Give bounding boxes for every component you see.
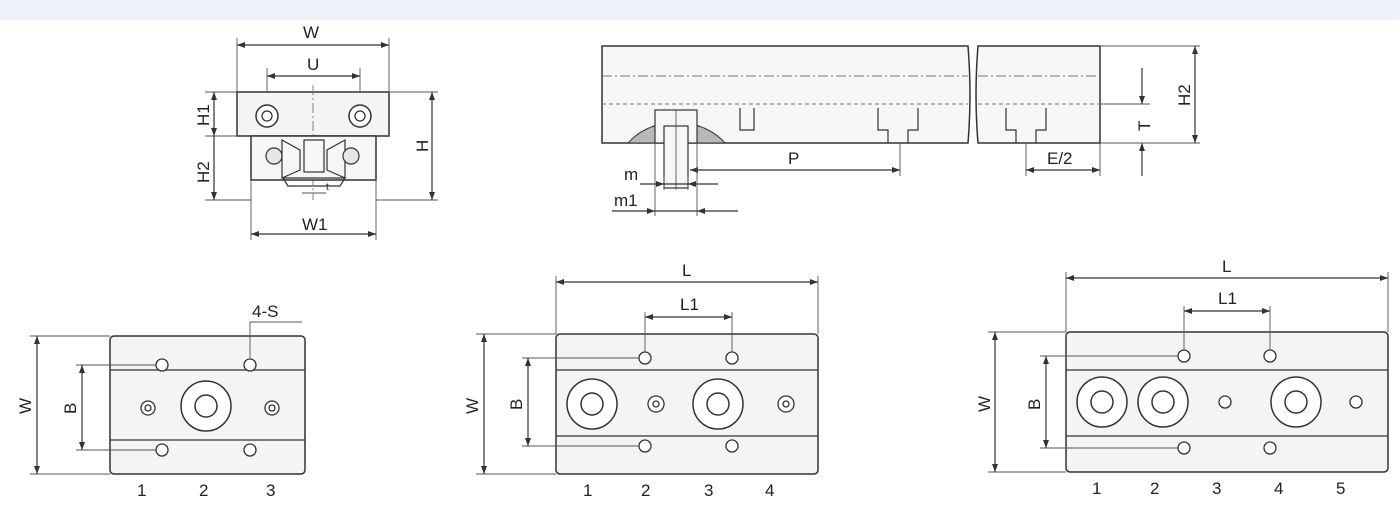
- pos-b-4: 4: [765, 481, 774, 500]
- label-h2: H2: [194, 161, 213, 183]
- label-e2: E/2: [1047, 149, 1073, 168]
- pos-c-2: 2: [1150, 479, 1159, 498]
- label-b-a: B: [61, 403, 80, 414]
- label-l-c: L: [1222, 257, 1231, 276]
- label-l-b: L: [682, 261, 691, 280]
- top-band: [0, 0, 1400, 20]
- label-p: P: [788, 149, 799, 168]
- label-h2-rail: H2: [1175, 84, 1194, 106]
- pos-c-3: 3: [1212, 479, 1221, 498]
- label-b-b: B: [507, 399, 526, 410]
- rail-side-view: P m m1 E/2 T H2: [601, 45, 1200, 216]
- label-b-c: B: [1025, 399, 1044, 410]
- svg-text:t: t: [326, 182, 329, 193]
- pos-a-2: 2: [199, 481, 208, 500]
- label-4s: 4-S: [252, 302, 278, 321]
- label-w-b: W: [463, 398, 482, 414]
- label-m: m: [624, 165, 638, 184]
- label-t: T: [1135, 121, 1154, 131]
- label-h: H: [413, 140, 432, 152]
- pos-b-2: 2: [641, 481, 650, 500]
- pos-b-1: 1: [583, 481, 592, 500]
- block-top-view-5: L L1 W B 1 2 3 4 5: [975, 257, 1389, 498]
- pos-a-1: 1: [137, 481, 146, 500]
- block-top-view-4: L L1 W B 1 2 3 4: [463, 261, 819, 500]
- block-top-view-3: 4-S W B 1 2 3: [16, 302, 306, 500]
- pos-c-4: 4: [1274, 479, 1283, 498]
- label-w-c: W: [975, 396, 994, 412]
- pos-b-3: 3: [704, 481, 713, 500]
- pos-a-3: 3: [266, 481, 275, 500]
- pos-c-5: 5: [1336, 479, 1345, 498]
- label-m1: m1: [614, 191, 638, 210]
- label-u: U: [307, 55, 319, 74]
- label-w1: W1: [302, 215, 328, 234]
- pos-c-1: 1: [1092, 479, 1101, 498]
- label-w-top: W: [303, 23, 319, 42]
- label-l1-b: L1: [680, 295, 699, 314]
- label-l1-c: L1: [1218, 289, 1237, 308]
- label-w-a: W: [16, 398, 35, 414]
- front-view: W U t H: [194, 23, 438, 240]
- label-h1: H1: [194, 104, 213, 126]
